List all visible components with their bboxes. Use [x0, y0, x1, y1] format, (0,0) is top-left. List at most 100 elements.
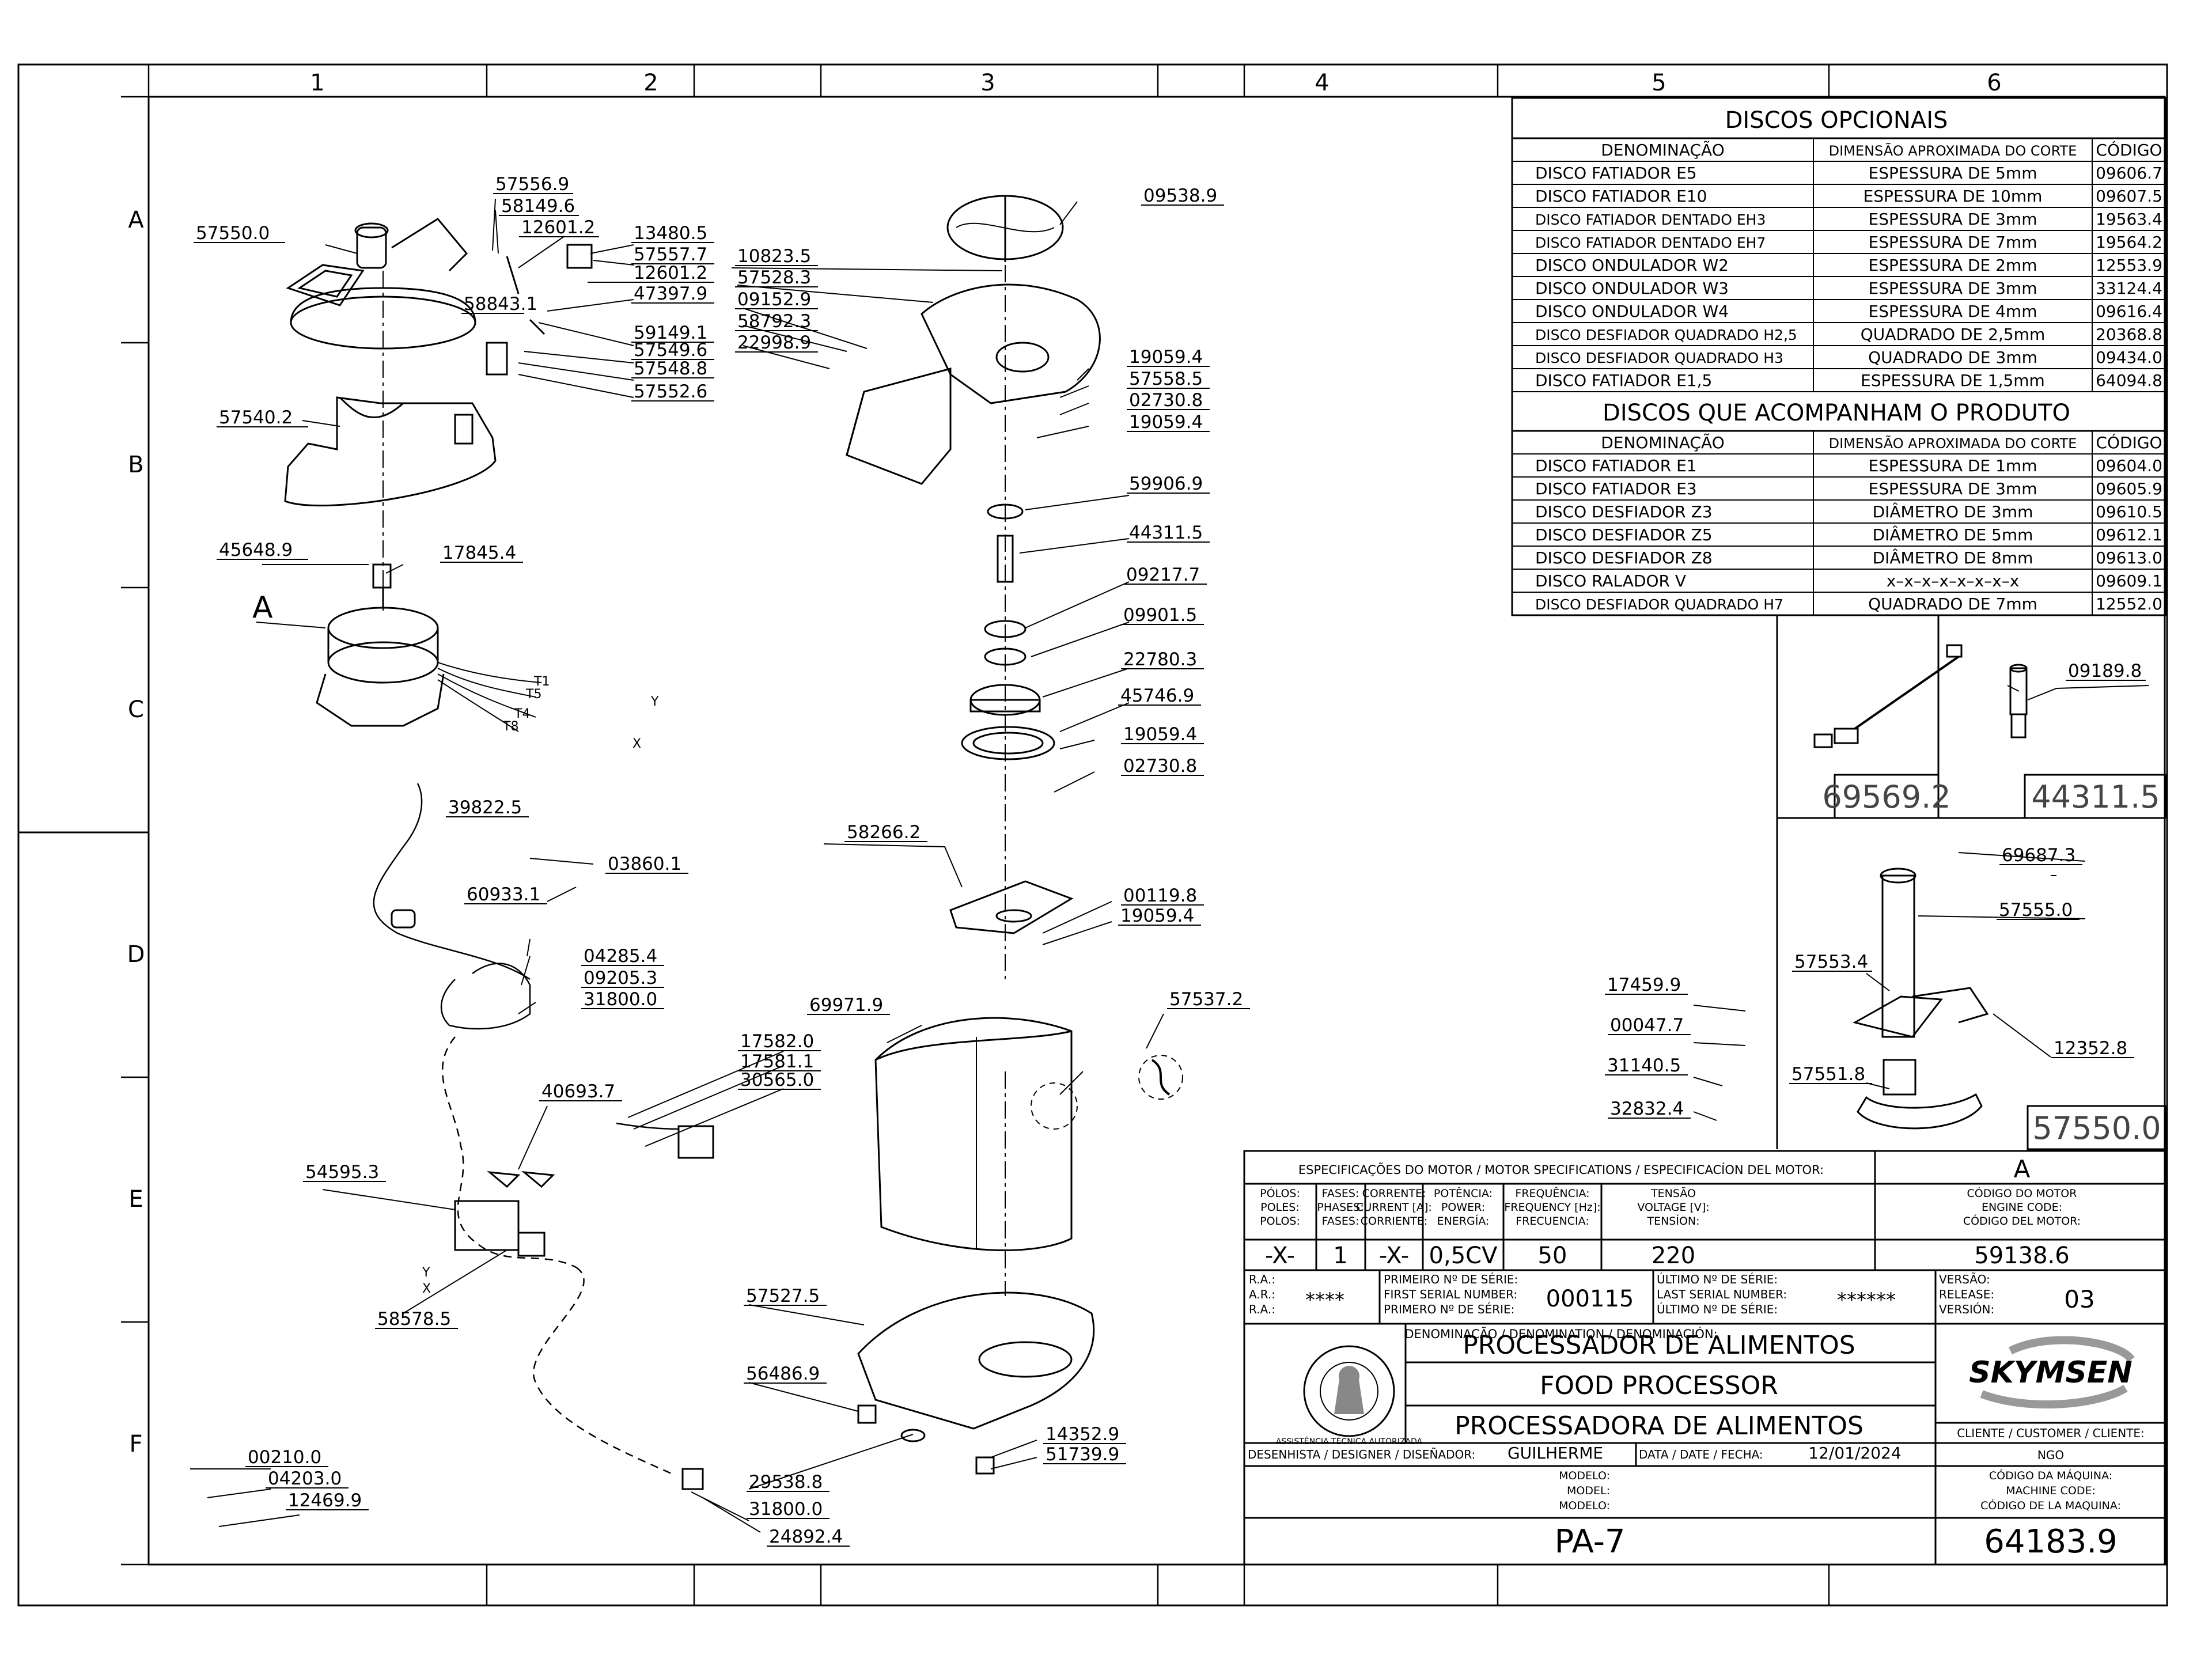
disc-code: 09610.5: [2096, 502, 2162, 521]
part-callout-58266-2: 58266.2: [847, 822, 921, 843]
wire-label-t8: T8: [502, 719, 518, 734]
part-callout-30565-0: 30565.0: [740, 1070, 814, 1090]
last-serial-value: ******: [1837, 1289, 1896, 1312]
disc-name: DISCO DESFIADOR QUADRADO H2,5: [1535, 327, 1797, 343]
disc-code: 09604.0: [2096, 456, 2162, 475]
part-callout-40693-7: 40693.7: [541, 1081, 615, 1102]
motor-spec-header: FASES:: [1322, 1215, 1359, 1228]
included-discs-title: DISCOS QUE ACOMPANHAM O PRODUTO: [1603, 400, 2070, 426]
disc-name: DISCO FATIADOR E1,5: [1535, 371, 1712, 390]
disc-code: 64094.8: [2096, 371, 2162, 390]
motor-spec-header: POLES:: [1260, 1201, 1299, 1214]
part-callout-54595-3: 54595.3: [305, 1162, 379, 1183]
disc-cut-dimension: ESPESSURA DE 3mm: [1869, 210, 2037, 229]
motor: [316, 563, 542, 732]
machine-code-value: 64183.9: [1984, 1523, 2118, 1560]
disc-code: 09612.1: [2096, 525, 2162, 544]
disc-cut-dimension: QUADRADO DE 3mm: [1868, 348, 2037, 367]
model-label-1: MODELO:: [1559, 1469, 1610, 1482]
base: [857, 1291, 1095, 1475]
motor-spec-header: PÓLOS:: [1260, 1186, 1300, 1200]
disc-name: DISCO RALADOR V: [1535, 571, 1686, 590]
client-label: CLIENTE / CUSTOMER / CLIENTE:: [1957, 1426, 2145, 1440]
motor-spec-value: 1: [1333, 1243, 1347, 1269]
part-callout-57557-7: 57557.7: [634, 244, 707, 265]
zone-row-d: D: [127, 941, 145, 968]
model-value: PA-7: [1554, 1523, 1625, 1560]
last-serial-label-2: LAST SERIAL NUMBER:: [1657, 1287, 1787, 1301]
disc-code: 09605.9: [2096, 479, 2162, 498]
motor-letter: A: [252, 590, 273, 625]
zone-row-a: A: [128, 207, 144, 233]
disc-name: DISCO FATIADOR DENTADO EH3: [1535, 211, 1766, 228]
zone-col-4: 4: [1315, 70, 1329, 96]
motor-spec-header: VOLTAGE [V]:: [1637, 1201, 1709, 1214]
motor-spec-value: -X-: [1379, 1243, 1409, 1269]
part-callout-09217-7: 09217.7: [1126, 565, 1200, 585]
disc-cut-dimension: ESPESSURA DE 7mm: [1869, 233, 2037, 252]
part-callout-09189-8: 09189.8: [2068, 661, 2142, 681]
part-callout-09152-9: 09152.9: [737, 289, 811, 310]
part-callout-39822-5: 39822.5: [448, 797, 522, 818]
first-serial-label-3: PRIMERO Nº DE SÉRIE:: [1384, 1302, 1514, 1316]
motor-spec-value: 0,5CV: [1429, 1243, 1498, 1269]
disc-name: DISCO DESFIADOR Z8: [1535, 548, 1713, 567]
zone-col-3: 3: [980, 70, 995, 96]
disc-name: DISCO DESFIADOR Z3: [1535, 502, 1713, 521]
motor-spec-header: FREQUÊNCIA:: [1515, 1187, 1589, 1200]
zone-col-6: 6: [1987, 70, 2001, 96]
zone-col-1: 1: [310, 70, 324, 96]
part-callout-19059-4: 19059.4: [1120, 906, 1194, 926]
part-callout-31800-0: 31800.0: [584, 989, 657, 1010]
drive-stack: [961, 503, 1055, 760]
part-callout-19059-4: 19059.4: [1129, 412, 1203, 433]
detail-boxes: [1776, 615, 2167, 1150]
part-callout-00210-0: 00210.0: [248, 1447, 321, 1468]
part-callout-57528-3: 57528.3: [737, 267, 811, 288]
title-block-grid: [1243, 1150, 2167, 1566]
exploded-view-drawing: [190, 195, 2149, 1533]
part-callout-57550-0: 57550.0: [196, 223, 270, 244]
disc-name: DISCO FATIADOR E5: [1535, 164, 1697, 183]
part-callout-57540-2: 57540.2: [219, 407, 293, 428]
disc-name: DISCO FATIADOR E3: [1535, 479, 1697, 498]
bowl-lid: [846, 283, 1101, 485]
part-callout-12352-8: 12352.8: [2054, 1038, 2127, 1059]
part-callout-57548-8: 57548.8: [634, 358, 707, 379]
part-callout-00047-7: 00047.7: [1610, 1015, 1684, 1036]
disc-name: DISCO ONDULADOR W2: [1535, 256, 1729, 275]
part-callout-19059-4: 19059.4: [1123, 724, 1197, 745]
product-name-pt: PROCESSADOR DE ALIMENTOS: [1463, 1331, 1855, 1360]
disc-name: DISCO DESFIADOR QUADRADO H3: [1535, 350, 1783, 366]
disc-code: 20368.8: [2096, 325, 2162, 344]
motor-spec-header: TENSÍON:: [1646, 1214, 1699, 1228]
part-callout-57553-4: 57553.4: [1794, 952, 1868, 972]
part-callout-12601-2: 12601.2: [634, 263, 707, 283]
part-callout-09901-5: 09901.5: [1123, 605, 1197, 626]
denomination-heading: DENOMINAÇÃO / DENOMINATION / DENOMINACIÓ…: [1404, 1326, 1717, 1341]
disc-cut-dimension: ESPESSURA DE 4mm: [1869, 302, 2037, 321]
disc-cut-dimension: DIÂMETRO DE 5mm: [1873, 525, 2033, 544]
motor-spec-letter: A: [2014, 1155, 2031, 1183]
switch-label-y: Y: [422, 1266, 430, 1280]
switch-label-x: X: [422, 1282, 431, 1296]
part-callout-02730-8: 02730.8: [1123, 756, 1197, 777]
disc-cut-dimension: ESPESSURA DE 3mm: [1869, 479, 2037, 498]
disc-code: 19563.4: [2096, 210, 2162, 229]
motor-spec-header: ENERGÍA:: [1437, 1214, 1490, 1228]
part-callout-57551-8: 57551.8: [1791, 1064, 1865, 1085]
disc-cut-dimension: QUADRADO DE 7mm: [1868, 594, 2037, 613]
detail-cable: [1813, 644, 1963, 748]
motor-spec-header: CÓDIGO DO MOTOR: [1967, 1186, 2077, 1200]
product-name-es: PROCESSADORA DE ALIMENTOS: [1455, 1411, 1863, 1441]
zone-labels: 1 2 3 4 5 6 A B C D E F: [127, 70, 2002, 1457]
disc-cut-dimension: ESPESSURA DE 10mm: [1863, 187, 2043, 206]
part-callout-13480-5: 13480.5: [634, 223, 707, 244]
zone-ruler: [121, 65, 2168, 1605]
designer-label: DESENHISTA / DESIGNER / DISEÑADOR:: [1248, 1448, 1475, 1461]
disc-name: DISCO DESFIADOR Z5: [1535, 525, 1713, 544]
part-callout-69971-9: 69971.9: [809, 995, 883, 1016]
drawing-letters: A T1 T5 T4 T8 Y X Y X: [252, 590, 659, 1296]
